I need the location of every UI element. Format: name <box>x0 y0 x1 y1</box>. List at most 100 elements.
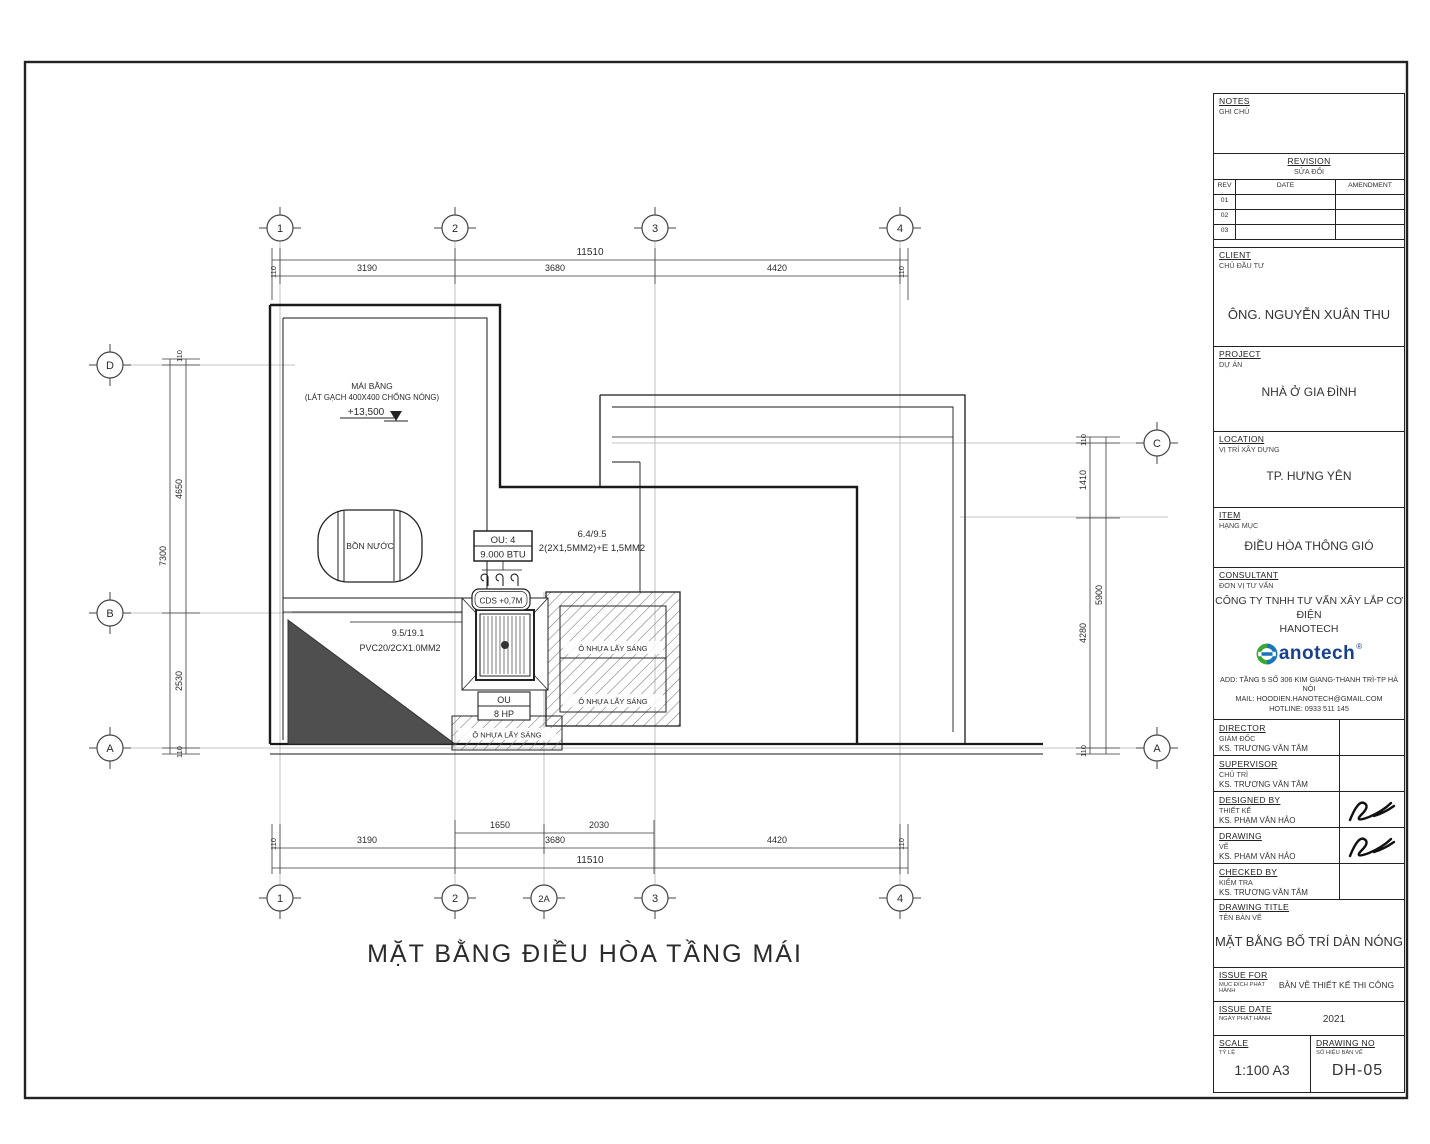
title-block: NOTES GHI CHÚ REVISION SỬA ĐỔI REV DATE … <box>1213 93 1405 1093</box>
dim-bot-3190: 3190 <box>357 835 377 845</box>
project-label-vn: DỰ ÁN <box>1219 359 1243 369</box>
checked-label-vn: KIỂM TRA <box>1219 878 1253 887</box>
checked-signature-cell <box>1339 864 1404 899</box>
grid-bot-2: 2 <box>452 893 458 905</box>
ou4-line2: 9.000 BTU <box>480 550 526 561</box>
grid-right-a: A <box>1153 743 1161 755</box>
tb-notes: NOTES GHI CHÚ <box>1214 94 1404 154</box>
consultant-label-vn: ĐƠN VỊ TƯ VẤN <box>1219 580 1274 590</box>
dim-top-total: 11510 <box>576 247 604 258</box>
rev-cell <box>1236 225 1336 240</box>
wire-spec-1: 6.4/9.5 <box>577 529 606 540</box>
dim-bot-110b: 110 <box>897 838 906 850</box>
company-line1: CÔNG TY TNHH TƯ VẤN XÂY LẮP CƠ ĐIỆN <box>1215 595 1403 622</box>
tb-issue-for: ISSUE FOR MỤC ĐÍCH PHÁT HÀNH BẢN VẼ THIẾ… <box>1214 968 1404 1002</box>
grid-bot-3: 3 <box>652 893 658 905</box>
rev-col-amendment: AMENDMENT <box>1336 180 1404 195</box>
issue-date-label-en: ISSUE DATE <box>1219 1004 1272 1014</box>
supervisor-label-en: SUPERVISOR <box>1219 759 1278 769</box>
drawing-no-label-en: DRAWING NO <box>1316 1038 1375 1048</box>
address-line3: HOTLINE: 0933 511 145 <box>1269 704 1349 714</box>
dim-top-110a: 110 <box>269 266 278 278</box>
tb-issue-date: ISSUE DATE NGÀY PHÁT HÀNH 2021 <box>1214 1002 1404 1036</box>
rev-cell <box>1236 195 1336 210</box>
designed-signature-cell <box>1339 792 1404 827</box>
dim-right-1410: 1410 <box>1078 470 1088 490</box>
drawing-signature-cell <box>1339 828 1404 863</box>
dim-top-4420: 4420 <box>767 263 787 273</box>
skylight-label-1: Ô NHỰA LẤY SÁNG <box>578 643 647 653</box>
skylight-strip: Ô NHỰA LẤY SÁNG <box>451 715 563 751</box>
skylight-label-2: Ô NHỰA LẤY SÁNG <box>578 696 647 706</box>
grid-top-3: 3 <box>652 223 658 235</box>
cds-box: CDS +0,7M <box>471 569 531 611</box>
grid-top-1: 1 <box>277 223 283 235</box>
address-line1: ADD: TẦNG 5 SỐ 306 KIM GIANG-THANH TRÌ-T… <box>1220 674 1398 694</box>
rev-col-date: DATE <box>1236 180 1336 195</box>
hanotech-logo-icon <box>1256 643 1278 664</box>
ou8-line2: 8 HP <box>494 709 514 719</box>
dim-left-110b: 110 <box>175 746 184 758</box>
grid-bubbles: 1 2 3 4 1 2 2A 3 4 <box>89 207 1178 919</box>
tb-project: PROJECT DỰ ÁN NHÀ Ở GIA ĐÌNH <box>1214 347 1404 432</box>
scale-label-en: SCALE <box>1219 1038 1249 1048</box>
grid-left-a: A <box>106 743 114 755</box>
pipe-spec-1: 9.5/19.1 <box>392 628 425 638</box>
grid-left-b: B <box>106 608 113 620</box>
tb-checked-by: CHECKED BY KIỂM TRA KS. TRƯƠNG VĂN TÂM <box>1214 864 1404 900</box>
ou8-label-box: OU 8 HP <box>477 691 531 721</box>
issue-for-label-vn: MỤC ĐÍCH PHÁT HÀNH <box>1219 981 1265 995</box>
grid-lines <box>127 242 1168 884</box>
rev-col-rev: REV <box>1214 180 1236 195</box>
revision-label-vn: SỬA ĐỔI <box>1293 167 1325 176</box>
location-value: TP. HƯNG YÊN <box>1266 469 1352 483</box>
item-label-vn: HẠNG MỤC <box>1219 520 1259 530</box>
supervisor-name: KS. TRƯƠNG VĂN TÂM <box>1219 780 1308 789</box>
tb-drawing-by: DRAWING VẼ KS. PHẠM VĂN HẢO <box>1214 828 1404 864</box>
roof-level: +13,500 <box>348 407 385 418</box>
grid-bot-4: 4 <box>897 893 903 905</box>
checked-name: KS. TRƯƠNG VĂN TÂM <box>1219 888 1308 897</box>
drawing-label-en: DRAWING <box>1219 831 1262 841</box>
notes-label-vn: GHI CHÚ <box>1219 106 1250 116</box>
drawing-title-label-en: DRAWING TITLE <box>1219 902 1290 912</box>
tb-location: LOCATION VỊ TRÍ XÂY DỰNG TP. HƯNG YÊN <box>1214 432 1404 508</box>
dim-top-3680: 3680 <box>545 263 565 273</box>
grid-bot-2a: 2A <box>538 894 550 905</box>
scale-value: 1:100 A3 <box>1234 1062 1290 1078</box>
signature-scribble <box>1348 837 1396 858</box>
rev-cell <box>1336 225 1404 240</box>
director-label-vn: GIÁM ĐỐC <box>1219 734 1256 743</box>
scale-label-vn: TỶ LỆ <box>1219 1049 1236 1056</box>
drawing-no-label-vn: SỐ HIỆU BẢN VẼ <box>1316 1049 1363 1056</box>
drawing-label-vn: VẼ <box>1219 842 1229 851</box>
client-label-vn: CHỦ ĐẦU TƯ <box>1219 260 1265 270</box>
dim-top-3190: 3190 <box>357 263 377 273</box>
sheet-border <box>23 60 1409 1100</box>
ou4-line1: OU: 4 <box>491 535 516 546</box>
grid-top-2: 2 <box>452 223 458 235</box>
designed-name: KS. PHẠM VĂN HẢO <box>1219 816 1296 825</box>
item-label-en: ITEM <box>1219 510 1241 520</box>
tb-item: ITEM HẠNG MỤC ĐIỀU HÒA THÔNG GIÓ <box>1214 508 1404 568</box>
designed-label-vn: THIẾT KẾ <box>1219 806 1252 815</box>
tb-revision-table: REV DATE AMENDMENT 01 02 03 <box>1214 180 1404 248</box>
dim-bot-1650: 1650 <box>490 820 510 830</box>
tb-designed-by: DESIGNED BY THIẾT KẾ KS. PHẠM VĂN HẢO <box>1214 792 1404 828</box>
issue-for-value: BẢN VẼ THIẾT KẾ THI CÔNG <box>1278 980 1395 990</box>
roof-slope-shade <box>287 619 457 745</box>
revision-label-en: REVISION <box>1287 156 1331 166</box>
tb-revision-header: REVISION SỬA ĐỔI <box>1214 154 1404 180</box>
rev-row-01: 01 <box>1214 195 1236 210</box>
hanotech-logo-reg: ® <box>1356 642 1363 652</box>
rev-row-02: 02 <box>1214 210 1236 225</box>
tb-scale-dwgno: SCALE TỶ LỆ 1:100 A3 DRAWING NO SỐ HIỆU … <box>1214 1036 1404 1092</box>
roof-label-1: MÁI BẰNG <box>351 381 393 391</box>
item-value: ĐIỀU HÒA THÔNG GIÓ <box>1244 539 1374 553</box>
drawing-title-label-vn: TÊN BẢN VẼ <box>1219 912 1262 922</box>
address-line2: MAIL: HOODIEN.HANOTECH@GMAIL.COM <box>1235 694 1383 704</box>
dim-left-2530: 2530 <box>174 671 184 691</box>
rev-cell <box>1336 195 1404 210</box>
issue-date-label-vn: NGÀY PHÁT HÀNH <box>1219 1015 1271 1022</box>
